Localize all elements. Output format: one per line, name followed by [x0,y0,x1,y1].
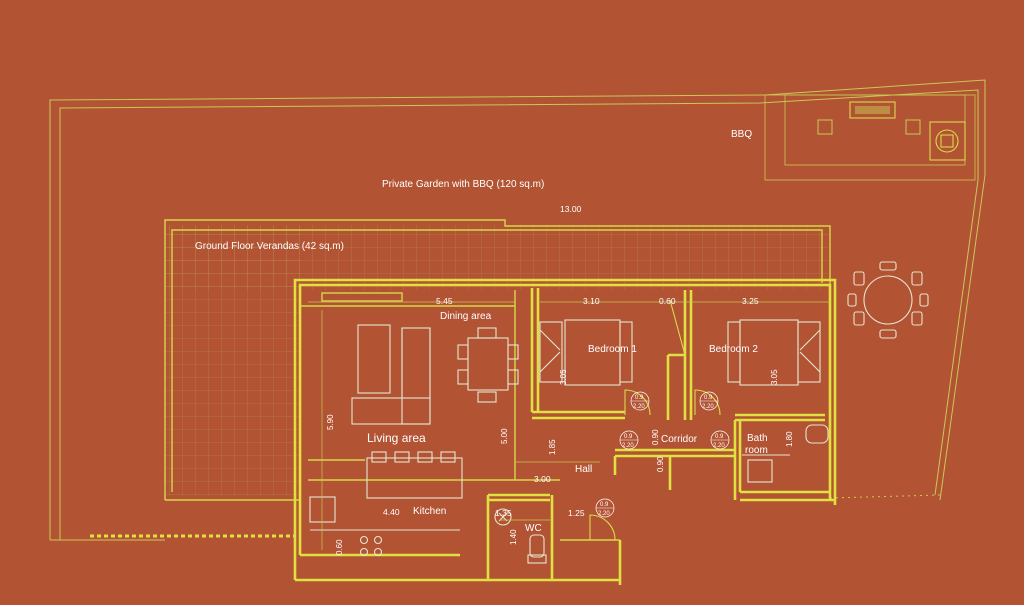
dim-3-10: 3.10 [583,296,600,306]
door-tag-text: 2.20 [702,404,714,410]
dim-1-25: 1.25 [568,508,585,518]
outdoor-dining-table [847,261,929,339]
door-tag-text: 2.20 [622,443,634,449]
door-swings [589,299,721,541]
door-tag-entrance: 0.9 2.20 [595,498,615,518]
living-furniture [351,324,431,425]
kitchen-island [309,451,463,557]
label-living-area: Living area [367,431,426,445]
dim-13-00: 13.00 [560,204,582,214]
door-tag-bathroom: 0.9 2.20 [710,430,730,450]
label-wc: WC [525,523,542,534]
dim-1-80: 1.80 [785,431,794,447]
dim-0-90-b: 0.90 [656,456,665,472]
dining-table [457,327,519,403]
label-dining-area: Dining area [440,311,492,322]
label-bath-line1: Bath [747,433,768,444]
dim-5-90: 5.90 [326,414,335,430]
dim-4-40: 4.40 [383,507,400,517]
door-tag-text: 0.9 [624,434,633,440]
garden-boundary [49,79,986,541]
door-tag-bedroom-1: 0.9 2.20 [630,391,650,411]
dim-0-90-a: 0.90 [651,429,660,445]
bedroom-1-bed [539,319,633,386]
label-bbq: BBQ [731,129,752,140]
label-hall: Hall [575,464,592,475]
dim-1-85: 1.85 [548,439,557,455]
dim-3-25: 3.25 [742,296,759,306]
dim-3-00: 3.00 [534,474,551,484]
label-bedroom-1: Bedroom 1 [588,344,637,355]
dim-1-40: 1.40 [509,529,518,545]
bathroom-fixtures [742,424,829,483]
bedroom-2-bed [727,319,821,386]
label-bedroom-2: Bedroom 2 [709,344,758,355]
dim-0-60-bottom: 0.60 [335,539,344,555]
door-tag-text: 0.9 [600,502,609,508]
veranda [164,219,831,501]
dim-5-45: 5.45 [436,296,453,306]
label-bath-line2: room [745,445,768,456]
label-kitchen: Kitchen [413,506,446,517]
dim-3-05-right: 3.05 [770,369,779,385]
label-verandas: Ground Floor Verandas (42 sq.m) [195,241,344,252]
label-garden: Private Garden with BBQ (120 sq.m) [382,179,544,190]
door-tag-text: 2.20 [713,443,725,449]
interior-walls [308,288,825,580]
label-corridor: Corridor [661,434,698,445]
door-tag-bedroom-2: 0.9 2.20 [699,391,719,411]
dim-3-05-left: 3.05 [559,369,568,385]
door-tag-text: 0.9 [715,434,724,440]
dimension-lines [308,301,830,550]
door-tag-text: 0.9 [635,395,644,401]
dim-1-35: 1.35 [495,508,512,518]
dim-0-60-top: 0.60 [659,296,676,306]
door-tag-text: 2.20 [633,404,645,410]
door-tag-corridor-left: 0.9 2.20 [619,430,639,450]
dim-5-00: 5.00 [500,428,509,444]
door-tag-text: 0.9 [704,395,713,401]
door-tag-text: 2.20 [598,511,610,517]
bbq-area [764,94,976,181]
